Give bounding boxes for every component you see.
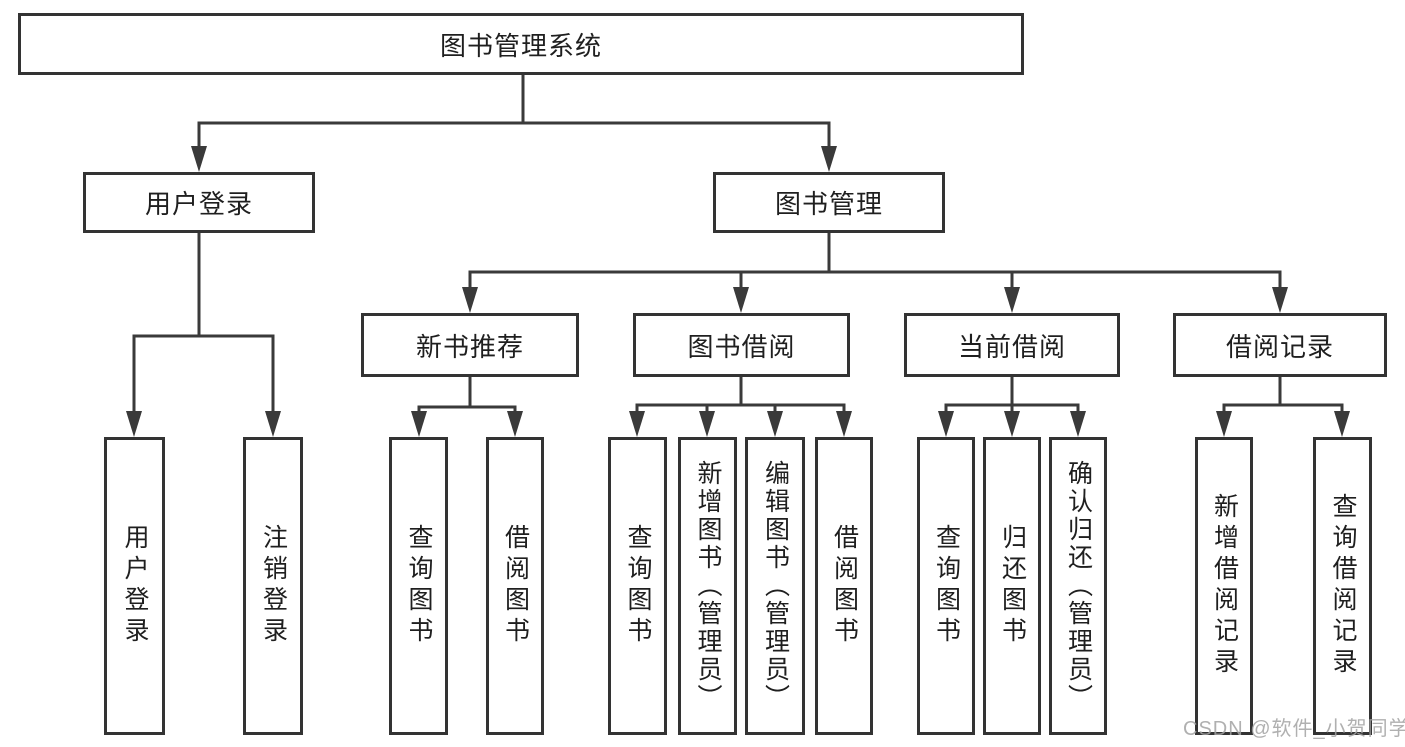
node-root: 图书管理系统	[18, 13, 1024, 75]
arrowhead-icon	[1272, 287, 1288, 313]
node-borrow-records: 借阅记录	[1173, 313, 1387, 377]
leaf-user-login: 用户登录	[104, 437, 165, 735]
arrowhead-icon	[462, 287, 478, 313]
arrowhead-icon	[699, 411, 715, 437]
connector-user-login	[132, 231, 275, 415]
arrowhead-icon	[821, 146, 837, 172]
arrowhead-icon	[1070, 411, 1086, 437]
watermark: CSDN @软件_小贺同学	[1183, 718, 1405, 740]
arrowhead-icon	[629, 411, 645, 437]
leaf-borrow-books-recommend: 借阅图书	[486, 437, 544, 735]
leaf-return-books: 归还图书	[983, 437, 1041, 735]
arrowhead-icon	[411, 411, 427, 437]
node-current-borrow-label: 当前借阅	[957, 331, 1066, 362]
arrowhead-icon	[507, 411, 523, 437]
node-book-borrow-label: 图书借阅	[687, 331, 796, 362]
arrowhead-icon	[1004, 287, 1020, 313]
leaf-query-books-borrow: 查询图书	[608, 437, 667, 735]
arrowhead-icon	[1216, 411, 1232, 437]
connector-new-book	[417, 375, 517, 415]
arrowhead-icon	[767, 411, 783, 437]
leaf-edit-books-admin: 编辑图书（管理员）	[745, 437, 805, 735]
arrowhead-icon	[126, 411, 142, 437]
node-borrow-records-label: 借阅记录	[1225, 331, 1334, 362]
arrowhead-icon	[836, 411, 852, 437]
leaf-add-borrow-record: 新增借阅记录	[1195, 437, 1253, 735]
leaf-logout: 注销登录	[243, 437, 303, 735]
arrowhead-icon	[1004, 411, 1020, 437]
node-new-book-recommend-label: 新书推荐	[415, 331, 524, 362]
leaf-confirm-return-admin: 确认归还（管理员）	[1049, 437, 1107, 735]
leaf-add-books-admin: 新增图书（管理员）	[678, 437, 737, 735]
connector-borrow-records	[1222, 375, 1344, 415]
connector-root	[197, 73, 831, 150]
connector-book-borrow	[635, 375, 846, 415]
arrowhead-icon	[733, 287, 749, 313]
connector-book-management	[468, 231, 1282, 291]
node-user-login: 用户登录	[83, 172, 315, 233]
leaf-query-books-current: 查询图书	[917, 437, 975, 735]
node-book-borrow: 图书借阅	[633, 313, 850, 377]
leaf-borrow-books: 借阅图书	[815, 437, 873, 735]
node-current-borrow: 当前借阅	[904, 313, 1120, 377]
node-new-book-recommend: 新书推荐	[361, 313, 579, 377]
arrowhead-icon	[1334, 411, 1350, 437]
node-root-label: 图书管理系统	[439, 30, 602, 61]
node-book-management-label: 图书管理	[774, 189, 883, 219]
arrowhead-icon	[191, 146, 207, 172]
leaf-query-borrow-record: 查询借阅记录	[1313, 437, 1372, 735]
node-user-login-label: 用户登录	[144, 189, 253, 219]
connector-current-borrow	[944, 375, 1080, 415]
leaf-query-books-recommend: 查询图书	[389, 437, 448, 735]
arrowhead-icon	[265, 411, 281, 437]
node-book-management: 图书管理	[713, 172, 945, 233]
arrowhead-icon	[938, 411, 954, 437]
